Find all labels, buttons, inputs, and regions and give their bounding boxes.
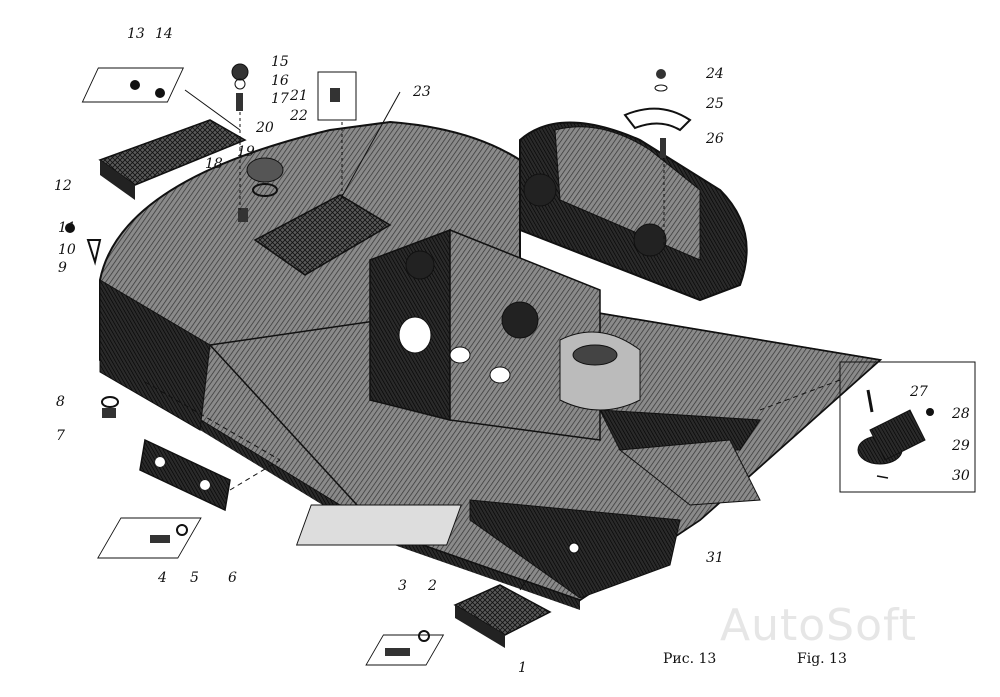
callout-16: 16 [271, 73, 289, 89]
callout-28: 28 [951, 406, 970, 422]
callout-20: 20 [255, 120, 274, 136]
callout-5: 5 [190, 570, 199, 586]
callout-18: 18 [205, 156, 223, 172]
callout-4: 4 [157, 570, 167, 586]
callout-2: 2 [427, 578, 437, 594]
callout-17: 17 [271, 91, 289, 107]
cover-plate [253, 194, 392, 276]
part-bracket [139, 438, 231, 512]
callout-13: 13 [127, 26, 145, 42]
callout-24: 24 [705, 66, 724, 82]
callout-9: 9 [58, 260, 67, 276]
callout-3: 3 [398, 578, 407, 594]
callout-14: 14 [155, 26, 173, 42]
callout-26: 26 [705, 131, 724, 147]
callout-30: 30 [952, 468, 970, 484]
callout-7: 7 [56, 428, 65, 444]
frame-assembly [369, 173, 761, 506]
caption-english: Fig. 13 [797, 651, 847, 667]
callout-11: 11 [58, 220, 76, 236]
part-pin-group [839, 361, 976, 493]
callout-10: 10 [58, 242, 76, 258]
caption-russian: Рис. 13 [663, 651, 717, 667]
callout-19: 19 [237, 144, 255, 160]
hardware-parts [65, 63, 692, 666]
part-grille [98, 119, 247, 200]
callout-22: 22 [289, 108, 308, 124]
leader-lines [144, 89, 841, 591]
callout-15: 15 [271, 54, 289, 70]
callout-12: 12 [54, 178, 72, 194]
watermark-logo: AutoSoft [720, 600, 917, 651]
callout-21: 21 [289, 88, 308, 104]
callout-25: 25 [705, 96, 724, 112]
callout-8: 8 [56, 394, 65, 410]
callout-1: 1 [518, 660, 527, 676]
callout-31: 31 [706, 550, 724, 566]
callout-29: 29 [951, 438, 970, 454]
callout-27: 27 [909, 384, 928, 400]
part-filter [453, 584, 552, 648]
callout-6: 6 [228, 570, 237, 586]
callout-23: 23 [412, 84, 431, 100]
